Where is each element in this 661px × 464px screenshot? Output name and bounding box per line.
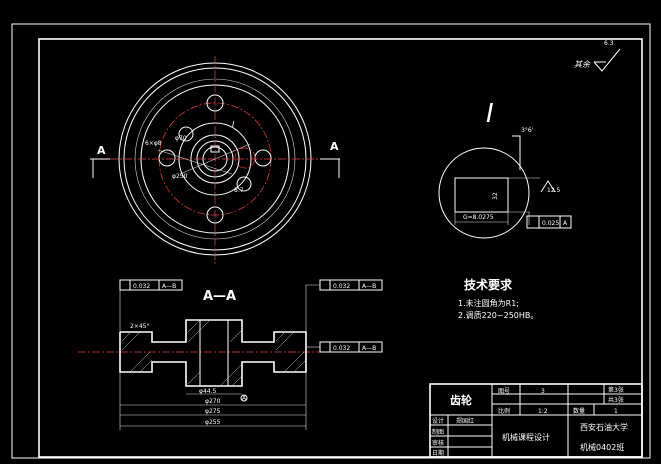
section-mark-left: A — [97, 144, 106, 157]
drawing-no: 3 — [541, 388, 545, 395]
designer-name: 郑国红 — [456, 417, 474, 425]
qty-label: 数量 — [573, 407, 585, 415]
tol-right-top-value: 0.032 — [333, 283, 350, 290]
part-name: 齿轮 — [450, 393, 472, 407]
dim-d3: φ255 — [205, 419, 221, 426]
class-name: 机械0402班 — [580, 442, 624, 452]
detail-dim-width: 32 — [492, 192, 499, 200]
roughness-other-label: 其余 — [574, 60, 591, 69]
dim-d1: φ270 — [205, 398, 221, 405]
dim-d2: φ275 — [205, 408, 221, 415]
inner-frame — [38, 38, 643, 458]
main-view: A A 6×φ8 φ70 φ250 8.7 I — [90, 56, 340, 265]
tol-right-mid-value: 0.032 — [333, 345, 350, 352]
dim-keyway: 8.7 — [234, 187, 244, 194]
dim-bolt: φ250 — [172, 173, 188, 180]
drawn-label: 制图 — [432, 428, 444, 436]
section-title: A—A — [203, 289, 236, 304]
tol-right-top-datum: A—B — [362, 283, 376, 290]
detail-datum: A — [563, 220, 568, 227]
sheets-label: 共3张 — [608, 396, 624, 404]
qty-value: 1 — [614, 408, 618, 415]
roughness-value: 6.3 — [604, 40, 614, 47]
title-block: 齿轮 图号 3 第3张 共3张 比例 1:2 数量 1 设计 郑国红 制图 审核… — [429, 383, 643, 458]
tol-left-datum: A—B — [162, 283, 176, 290]
detail-angle: 3°6' — [521, 127, 534, 134]
design-label: 设计 — [432, 417, 444, 425]
detail-title: I — [486, 99, 494, 129]
date-label: 日期 — [432, 449, 444, 457]
detail-roughness: 12.5 — [547, 187, 561, 194]
tech-req-item-2: 2.调质220~250HB。 — [458, 310, 538, 320]
tol-right-mid-datum: A—B — [362, 345, 376, 352]
detail-view: I G=8.0275 32 3°6' 12.5 0.025 A — [438, 99, 572, 239]
section-datum: A — [242, 395, 247, 402]
detail-callout: I — [232, 120, 235, 129]
roughness-corner: 其余 6.3 — [574, 40, 621, 72]
check-label: 审核 — [432, 439, 444, 447]
detail-tolerance: 0.025 — [542, 220, 559, 227]
dim-holes: 6×φ8 — [145, 140, 162, 147]
detail-dim-g: G=8.0275 — [463, 214, 494, 221]
outer-border — [11, 23, 651, 459]
drawing-no-label: 图号 — [498, 388, 510, 395]
tol-left-value: 0.032 — [133, 283, 150, 290]
section-view: A—A 0.032 A—B 0.032 A—B 0.032 A—B — [78, 279, 383, 430]
tech-requirements: 技术要求 1.未注圆角为R1; 2.调质220~250HB。 — [458, 277, 538, 320]
chamfer-dim: 2×45° — [130, 323, 149, 330]
dim-hub: φ70 — [175, 135, 187, 142]
scale-label: 比例 — [498, 407, 510, 415]
project-name: 机械课程设计 — [502, 432, 550, 442]
bore-dim: φ44.5 — [199, 388, 217, 395]
scale-value: 1:2 — [538, 408, 548, 415]
tech-req-title: 技术要求 — [464, 277, 513, 292]
school-name: 西安石油大学 — [580, 422, 628, 432]
sheet-label: 第3张 — [608, 386, 624, 394]
section-mark-right: A — [330, 140, 339, 153]
tech-req-item-1: 1.未注圆角为R1; — [458, 298, 519, 308]
